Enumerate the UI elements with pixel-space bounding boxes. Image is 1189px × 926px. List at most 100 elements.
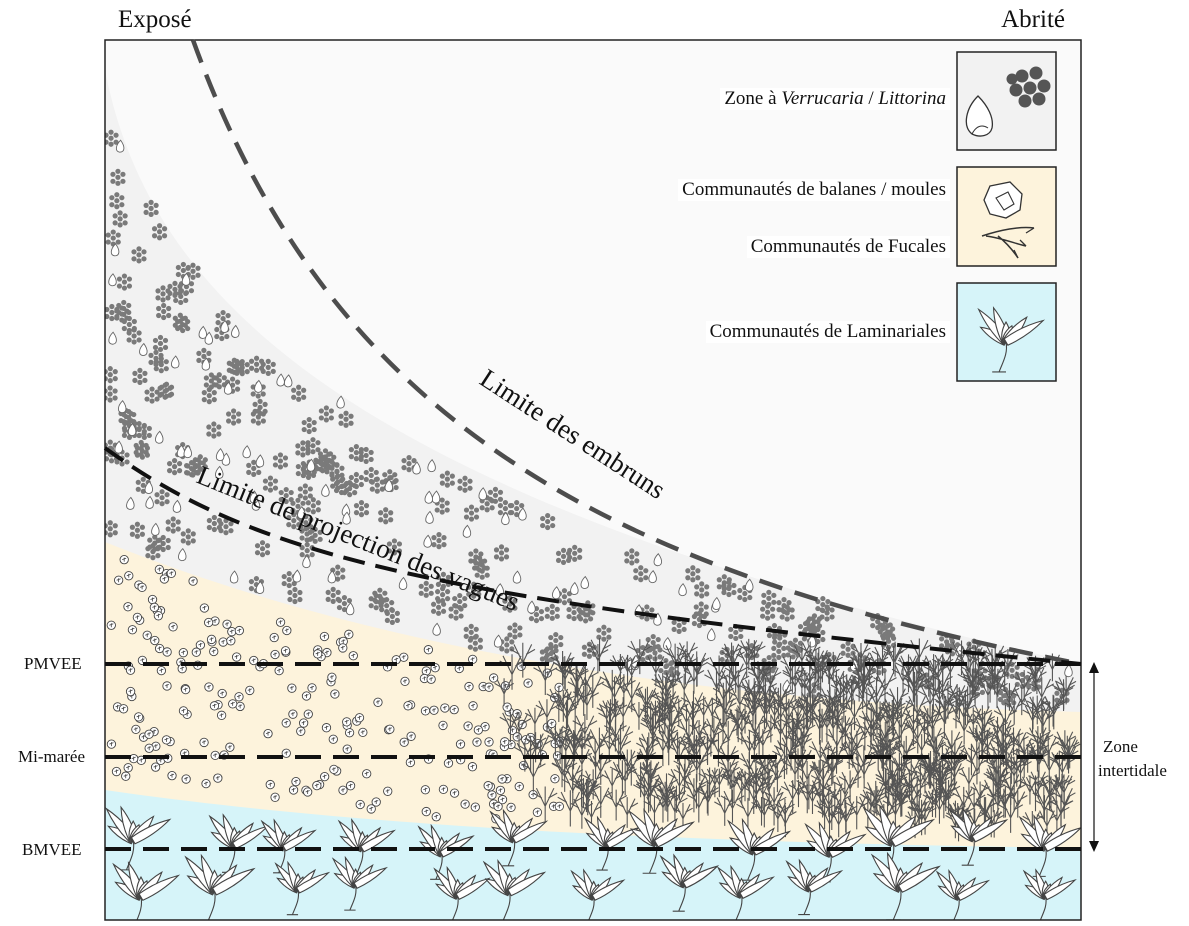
fucus-frond [970,712,995,747]
snail-shell [198,325,208,339]
barnacle [144,729,154,739]
periwinkle-cluster [342,480,358,498]
periwinkle-cluster [624,548,640,566]
fucus-frond [952,712,976,745]
snail-shell [204,331,213,345]
fucus-frond [676,641,698,672]
barnacle [383,786,393,796]
barnacle [222,619,232,629]
barnacle [473,725,483,735]
fucus-frond [706,733,731,767]
fucus-frond [899,770,920,800]
barnacle [330,689,340,699]
snail-shell [223,381,233,395]
fucus-frond [639,703,662,734]
periwinkle-cluster [151,223,168,241]
barnacle [226,636,236,646]
legend-laminariales-label: Communautés de Laminariales [705,321,950,343]
barnacle [209,646,219,657]
snail-shell [108,331,117,345]
barnacle [201,778,211,789]
periwinkle-cluster [262,475,279,493]
barnacle [144,743,154,753]
sheltered-label: Abrité [1001,6,1065,33]
periwinkle-cluster [109,192,125,210]
fucus-frond [721,642,742,671]
barnacle [493,801,503,812]
fucus-frond [986,740,1010,773]
barnacle [234,625,244,636]
fucus-frond [866,739,890,771]
barnacle [288,785,299,795]
periwinkle-cluster [378,507,394,525]
barnacle [149,602,160,612]
snail-shell [707,627,716,642]
kelp-frond [482,859,547,920]
fucus-frond [932,671,953,700]
barnacle [287,683,297,693]
periwinkle-cluster [226,408,242,426]
fucus-frond [699,724,723,757]
snail-shell [144,480,153,494]
barnacle [355,799,365,810]
snail-shell [255,454,265,468]
barnacle [167,771,177,781]
snail-shell [462,524,472,538]
periwinkle-cluster [148,349,164,367]
fucus-frond [994,786,1017,818]
barnacle [443,758,454,768]
snail-shell [302,554,311,569]
snail-shell [501,511,510,526]
fucus-frond [992,718,1015,750]
fucus-frond [703,717,724,746]
barnacle [129,753,139,764]
periwinkle-cluster [487,486,504,504]
barnacle [132,612,143,623]
periwinkle-cluster [218,518,234,536]
barnacle [280,646,291,656]
barnacle [303,709,313,719]
periwinkle-cluster [363,466,379,485]
snail-shell [231,324,240,338]
barnacle [291,776,301,787]
fucus-frond [686,753,708,783]
barnacle [373,697,383,707]
barnacle [118,704,129,714]
laminariales-zone [105,790,1081,920]
barnacle [423,645,434,655]
periwinkle-cluster [185,460,201,478]
periwinkle-cluster [134,442,150,460]
barnacle [274,665,284,676]
periwinkle-cluster [877,619,893,637]
periwinkle-cluster [297,483,313,501]
barnacle [199,603,210,613]
snail-shell [512,570,522,584]
fucus-frond [721,767,747,803]
periwinkle-cluster [154,489,170,507]
fucus-frond [589,786,613,818]
periwinkle-cluster [301,416,317,435]
snail-shell [172,499,182,513]
zone-intertidale-label-line1: Zone [1103,737,1138,756]
fucus-frond [565,664,589,698]
barnacle [438,784,449,795]
periwinkle-cluster [166,458,183,476]
barnacle [154,643,165,654]
barnacle [327,672,337,682]
snail-shell [431,490,441,504]
barnacle [344,629,354,639]
fucus-frond [923,726,945,757]
periwinkle-cluster [131,246,147,264]
snail-shell [155,430,164,444]
barnacle [313,649,323,659]
fucus-frond [875,771,901,807]
fucus-frond [1053,682,1074,710]
barnacle [191,647,201,657]
fucus-frond [960,743,983,776]
periwinkle-cluster [157,382,173,400]
fucus-frond [855,688,879,721]
snail-shell [151,522,160,536]
barnacle [512,732,522,742]
spray-limit-curve [190,39,1082,667]
barnacle [123,602,133,612]
